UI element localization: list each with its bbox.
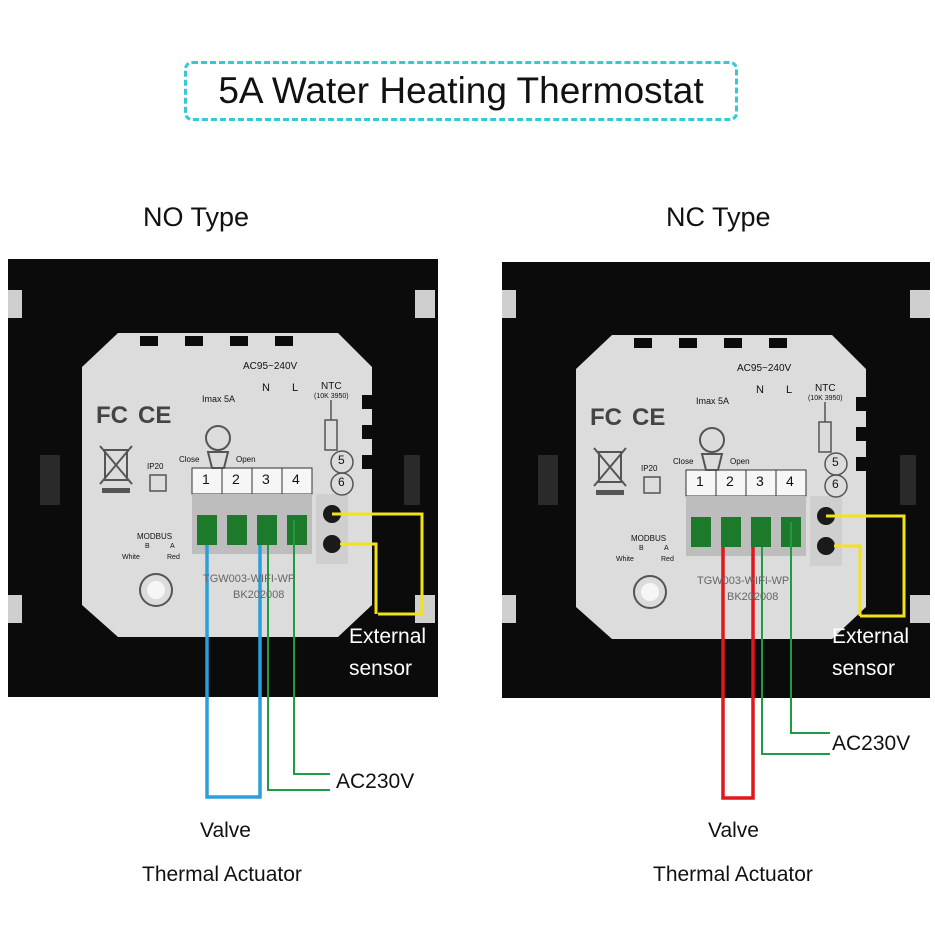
nc-power-wire (761, 522, 830, 755)
nc-valve-wire (721, 547, 755, 800)
nc-close-label: Close (673, 457, 694, 466)
nc-type-panel (502, 262, 930, 800)
no-ce-mark: CE (138, 402, 172, 429)
no-terminal-3: 3 (262, 471, 270, 487)
no-ntc-label: NTC (321, 381, 342, 392)
no-type-heading: NO Type (143, 202, 250, 232)
no-n-label: N (262, 382, 270, 394)
nc-red-label: Red (661, 556, 674, 563)
nc-ntc-spec: (10K 3950) (808, 395, 843, 402)
weee-bin-icon (99, 445, 133, 493)
no-actuator-label: Thermal Actuator (142, 863, 302, 886)
no-type-panel (8, 259, 438, 799)
nc-terminal-1: 1 (696, 473, 704, 489)
no-red-label: Red (167, 554, 180, 561)
no-ntc-spec: (10K 3950) (314, 393, 349, 400)
nc-n-label: N (756, 384, 764, 396)
nc-external-label: External (832, 625, 910, 648)
nc-terminal-4: 4 (786, 473, 794, 489)
no-external-label: External (349, 625, 427, 648)
title-box: 5A Water Heating Thermostat (184, 61, 738, 121)
nc-terminal-6: 6 (832, 477, 839, 491)
nc-sensor-label: sensor (832, 657, 896, 680)
no-power-label: AC230V (336, 770, 415, 793)
no-power-wire (267, 520, 330, 791)
weee-bin-icon-right (593, 447, 627, 495)
no-model-label: TGW003-WIFI-WP (203, 573, 296, 585)
nc-sensor-wire (826, 514, 906, 618)
no-open-label: Open (236, 455, 256, 464)
no-l-label: L (292, 382, 299, 394)
no-modbus-a: A (170, 543, 175, 550)
no-valve-label: Valve (200, 819, 251, 842)
no-valve-wire (205, 545, 262, 799)
nc-terminal-5: 5 (832, 455, 839, 469)
nc-ce-mark: CE (632, 404, 666, 431)
no-terminal-4: 4 (292, 471, 300, 487)
no-batch-label: BK202008 (233, 589, 285, 601)
no-supply-label: AC95~240V (243, 361, 298, 372)
no-sensor-wire (332, 512, 424, 616)
nc-l-label: L (786, 384, 793, 396)
no-modbus-label: MODBUS (137, 532, 173, 541)
nc-valve-label: Valve (708, 819, 759, 842)
nc-modbus-label: MODBUS (631, 534, 667, 543)
nc-imax-label: Imax 5A (696, 396, 730, 406)
page-title: 5A Water Heating Thermostat (218, 70, 704, 111)
no-terminal-6: 6 (338, 475, 345, 489)
nc-ip-label: IP20 (641, 464, 658, 473)
no-ip-label: IP20 (147, 462, 164, 471)
no-terminal-5: 5 (338, 453, 345, 467)
no-sensor-label: sensor (349, 657, 413, 680)
nc-modbus-a: A (664, 545, 669, 552)
nc-type-heading: NC Type (666, 202, 771, 232)
no-terminal-2: 2 (232, 471, 240, 487)
nc-fc-mark: FC (590, 404, 622, 431)
nc-model-label: TGW003-WIFI-WP (697, 575, 790, 587)
nc-open-label: Open (730, 457, 750, 466)
nc-white-label: White (616, 556, 634, 563)
nc-terminal-2: 2 (726, 473, 734, 489)
nc-actuator-label: Thermal Actuator (653, 863, 813, 886)
nc-power-label: AC230V (832, 732, 911, 755)
no-white-label: White (122, 554, 140, 561)
no-terminal-1: 1 (202, 471, 210, 487)
nc-terminal-3: 3 (756, 473, 764, 489)
no-modbus-b: B (145, 543, 150, 550)
no-fc-mark: FC (96, 402, 128, 429)
no-close-label: Close (179, 455, 200, 464)
nc-supply-label: AC95~240V (737, 363, 792, 374)
nc-modbus-b: B (639, 545, 644, 552)
nc-ntc-label: NTC (815, 383, 836, 394)
no-imax-label: Imax 5A (202, 394, 236, 404)
nc-batch-label: BK202008 (727, 591, 779, 603)
